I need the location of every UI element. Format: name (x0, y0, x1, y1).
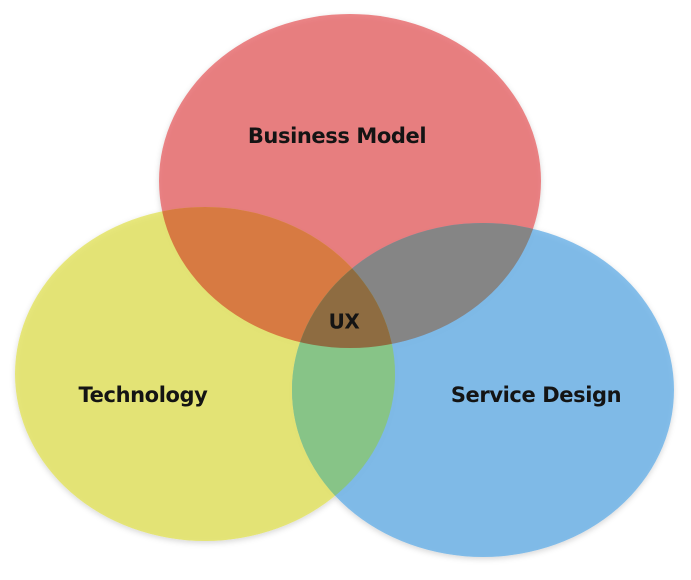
service-design-label: Service Design (451, 383, 621, 407)
business-model-label: Business Model (248, 124, 426, 148)
ux-label: UX (329, 310, 361, 334)
technology-label: Technology (79, 383, 209, 407)
